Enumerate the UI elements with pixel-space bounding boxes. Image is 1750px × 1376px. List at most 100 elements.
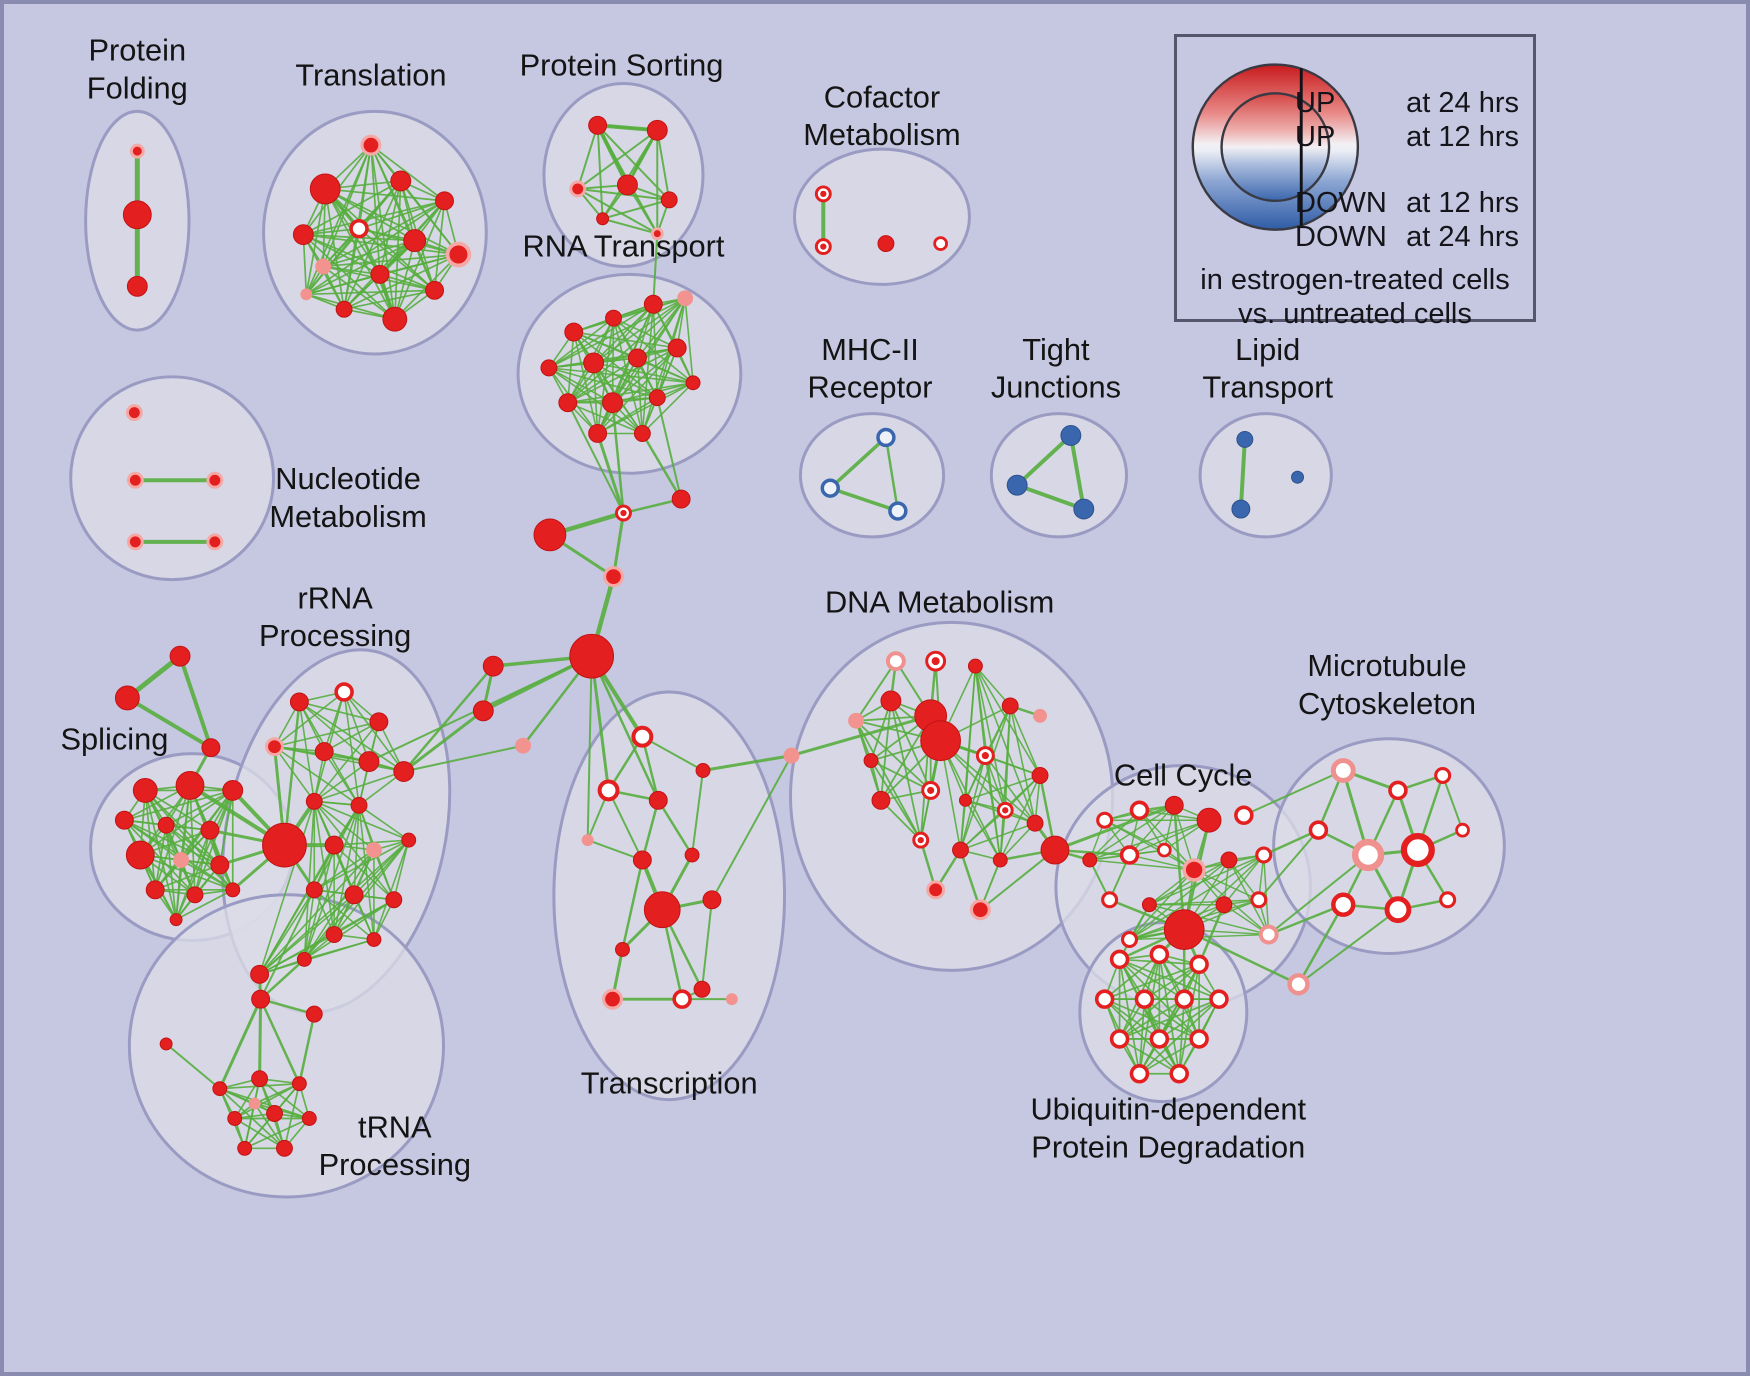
network-node — [1258, 924, 1279, 945]
network-node — [210, 855, 230, 875]
network-node — [671, 489, 691, 509]
cluster-label-protein-folding: Folding — [87, 70, 188, 105]
network-node — [366, 932, 382, 947]
network-edge — [1242, 769, 1345, 817]
network-edge — [373, 839, 410, 941]
network-node — [1400, 833, 1435, 868]
cluster-ellipse-trna-processing — [127, 893, 446, 1199]
network-edge — [1138, 998, 1220, 1075]
network-node — [1096, 811, 1114, 829]
network-node — [1189, 954, 1209, 975]
network-edge — [1053, 803, 1176, 852]
network-node — [581, 834, 594, 847]
network-node — [848, 712, 865, 729]
network-edge — [273, 691, 345, 748]
network-edge — [402, 709, 485, 774]
network-node — [1082, 852, 1098, 868]
cluster-label-cell-cycle: Cell Cycle — [1114, 757, 1253, 792]
network-node — [1164, 795, 1184, 815]
network-node — [1101, 891, 1119, 909]
network-node — [969, 899, 991, 921]
network-node — [472, 700, 494, 722]
network-edge — [305, 289, 436, 296]
network-node — [289, 692, 309, 712]
network-node — [200, 820, 220, 840]
network-edge — [302, 200, 446, 236]
network-node — [967, 658, 983, 674]
network-edge — [233, 1082, 301, 1120]
cluster-label-cofactor-metabolism: Metabolism — [803, 117, 960, 152]
network-node — [1026, 814, 1044, 832]
network-node — [1455, 822, 1470, 838]
network-edge — [313, 849, 375, 891]
network-node — [296, 951, 312, 967]
network-edge — [595, 123, 630, 187]
legend-down-12-label: DOWN — [1295, 187, 1387, 219]
network-node — [1434, 766, 1452, 785]
network-edge — [273, 745, 316, 803]
network-node — [1250, 891, 1268, 909]
network-edge — [178, 654, 213, 750]
network-node — [445, 241, 472, 268]
network-edge — [259, 888, 316, 1001]
network-edge — [343, 691, 405, 773]
network-edge — [621, 858, 644, 951]
network-node — [291, 1076, 307, 1092]
network-node — [126, 471, 144, 489]
network-node-dot — [1002, 807, 1009, 814]
network-node — [643, 294, 663, 314]
network-edge — [1178, 998, 1186, 1075]
network-edge — [165, 789, 234, 827]
network-edge — [370, 144, 446, 202]
network-node — [1163, 909, 1205, 950]
network-node — [125, 404, 143, 422]
network-node — [1149, 944, 1170, 965]
network-edge — [258, 997, 263, 1081]
network-edge — [144, 789, 211, 832]
cluster-label-rrna-processing: Processing — [259, 618, 411, 653]
network-node — [1220, 851, 1238, 869]
network-edge — [959, 822, 1036, 851]
network-edge — [567, 357, 639, 404]
cluster-label-microtubule-cytoskeleton: Cytoskeleton — [1298, 686, 1476, 721]
network-edge — [701, 898, 713, 991]
network-node — [206, 533, 224, 551]
network-node — [871, 790, 891, 810]
cluster-label-rna-transport: RNA Transport — [522, 229, 724, 264]
up-down-gradient-icon — [1191, 63, 1360, 231]
network-node — [365, 842, 382, 859]
network-node — [1141, 897, 1157, 913]
legend-row-down-24: DOWN at 24 hrs — [1295, 221, 1519, 253]
network-edge — [1143, 963, 1200, 1001]
network-edge — [433, 200, 446, 292]
network-edge — [1297, 903, 1345, 986]
network-edge — [253, 1102, 286, 1150]
legend-up-12-label: UP — [1295, 121, 1336, 153]
network-edge — [258, 800, 316, 976]
network-edge — [1009, 705, 1041, 777]
legend-row-up-24: UP at 24 hrs — [1295, 87, 1519, 119]
network-node — [369, 712, 389, 732]
network-node — [1231, 499, 1251, 519]
network-node — [627, 348, 647, 368]
network-node — [702, 890, 722, 910]
network-node — [175, 771, 205, 800]
network-edge — [567, 381, 694, 404]
network-node — [390, 170, 412, 192]
network-node — [237, 1140, 253, 1156]
network-node — [667, 338, 687, 358]
network-node — [888, 501, 908, 521]
network-edge — [402, 744, 525, 773]
network-node — [251, 989, 271, 1009]
network-node — [880, 690, 902, 712]
network-edge — [641, 735, 704, 772]
network-node — [1109, 1029, 1130, 1049]
network-edge — [1158, 953, 1181, 1075]
cluster-ellipse-microtubule-cytoskeleton — [1272, 737, 1506, 955]
network-edge — [1148, 899, 1260, 906]
network-node — [1040, 835, 1070, 865]
network-edge — [1173, 804, 1186, 931]
network-node — [1439, 891, 1457, 909]
network-node — [315, 258, 332, 275]
network-edge — [324, 188, 396, 321]
